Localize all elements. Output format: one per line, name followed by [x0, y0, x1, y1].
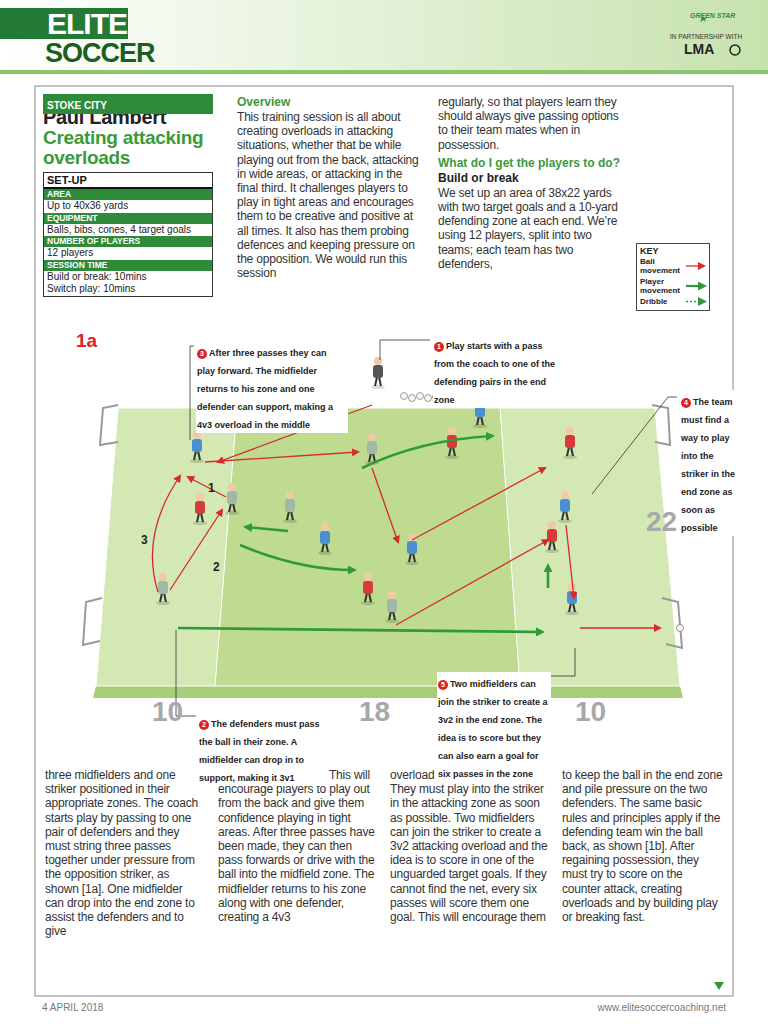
callout: 4The team must find a way to play into t… [680, 390, 738, 536]
callout-number: 1 [434, 342, 444, 352]
callout: 1Play starts with a pass from the coach … [433, 334, 563, 408]
dimension: 22 [646, 508, 677, 536]
legend-text: Ball movement [640, 257, 684, 275]
callout-text: Two midfielders can join the striker to … [438, 679, 548, 779]
ball-movement-arrows [152, 405, 660, 628]
text-column: to keep the ball in the end zone and pil… [562, 768, 724, 924]
table-value: Switch play: 10mins [44, 283, 212, 296]
callout: 3After three passes they can play forwar… [196, 341, 348, 433]
continue-triangle [714, 982, 724, 990]
text-column: regularly, so that players learn they sh… [438, 95, 624, 271]
table-value: 12 players [44, 247, 212, 260]
key-box: KEYBall movementPlayer movementDribble [636, 243, 710, 311]
dimension: 10 [152, 698, 183, 726]
section-heading: Overview [237, 95, 421, 110]
body-text: overload in the midfield zone. They must… [390, 768, 552, 924]
body-text: This training session is all about creat… [237, 110, 421, 280]
pass-number: 3 [141, 534, 148, 547]
table-label: NUMBER OF PLAYERS [44, 236, 212, 247]
body-text: three midfielders and one striker positi… [45, 768, 203, 938]
pass-number: 2 [213, 561, 220, 574]
club-name: STOKE CITY [47, 100, 107, 111]
sub-heading: Build or break [438, 171, 624, 186]
brand-word: SOCCER [45, 39, 155, 67]
callout-text: After three passes they can play forward… [197, 348, 333, 430]
text-column: them a 3v1 overload. This will encourage… [218, 768, 378, 924]
page-footer: www.elitesoccercoaching.net [540, 1002, 726, 1014]
section-heading: What do I get the players to do? [438, 156, 624, 171]
legend-sample [686, 265, 704, 266]
text-column: three midfielders and one striker positi… [45, 768, 203, 938]
leader-lines [176, 340, 677, 716]
table-label: AREA [44, 189, 212, 200]
table-heading: SET-UP [44, 173, 212, 189]
body-text: regularly, so that players learn they sh… [438, 95, 624, 152]
body-text: them a 3v1 overload. This will encourage… [218, 768, 378, 924]
partner-note: IN PARTNERSHIP WITH [670, 33, 750, 40]
table-label: SESSION TIME [44, 260, 212, 271]
callout-number: 4 [681, 398, 691, 408]
figure-number: 1a [76, 331, 97, 351]
header-band [0, 0, 768, 74]
table-value: Up to 40x36 yards [44, 200, 212, 213]
table-value: Build or break: 10mins [44, 271, 212, 284]
dimension: 10 [575, 698, 606, 726]
brand-word: ELITE [47, 9, 127, 39]
callout: 5Two midfielders can join the striker to… [437, 672, 551, 782]
body-text: to keep the ball in the end zone and pil… [562, 768, 724, 924]
key-heading: KEY [640, 246, 706, 257]
text-column: overload in the midfield zone. They must… [390, 768, 552, 924]
article-frame [35, 86, 733, 996]
pitch [83, 405, 684, 698]
dimension: 18 [359, 698, 390, 726]
player-movement-arrows [178, 436, 548, 632]
text-column: OverviewThis training session is all abo… [237, 95, 421, 280]
callout-number: 3 [197, 349, 207, 359]
callout-text: Play starts with a pass from the coach t… [434, 341, 555, 405]
club-band: STOKE CITY [43, 94, 213, 114]
table-value: Balls, bibs, cones, 4 target goals [44, 224, 212, 237]
body-text: We set up an area of 38x22 yards with tw… [438, 186, 624, 271]
callout-number: 2 [199, 720, 209, 730]
setup-table: SET-UPAREAUp to 40x36 yardsEQUIPMENTBall… [43, 172, 213, 297]
legend-sample [686, 285, 704, 287]
article-title: Creating attacking overloads [43, 128, 228, 168]
legend-text: Player movement [640, 277, 684, 295]
table-label: EQUIPMENT [44, 213, 212, 224]
legend-text: Dribble [640, 297, 684, 306]
page-footer: 4 APRIL 2018 [42, 1002, 103, 1014]
callout: 2The defenders must pass the ball in the… [198, 712, 326, 786]
callout-text: The defenders must pass the ball in thei… [199, 719, 320, 783]
pass-number: 1 [208, 482, 215, 495]
callout-text: The team must find a way to play into th… [681, 397, 735, 533]
callout-number: 5 [438, 680, 448, 690]
partner-logo: LMA [684, 42, 714, 57]
legend-sample [686, 301, 704, 303]
partner-logo: GREEN STAR [690, 12, 750, 20]
